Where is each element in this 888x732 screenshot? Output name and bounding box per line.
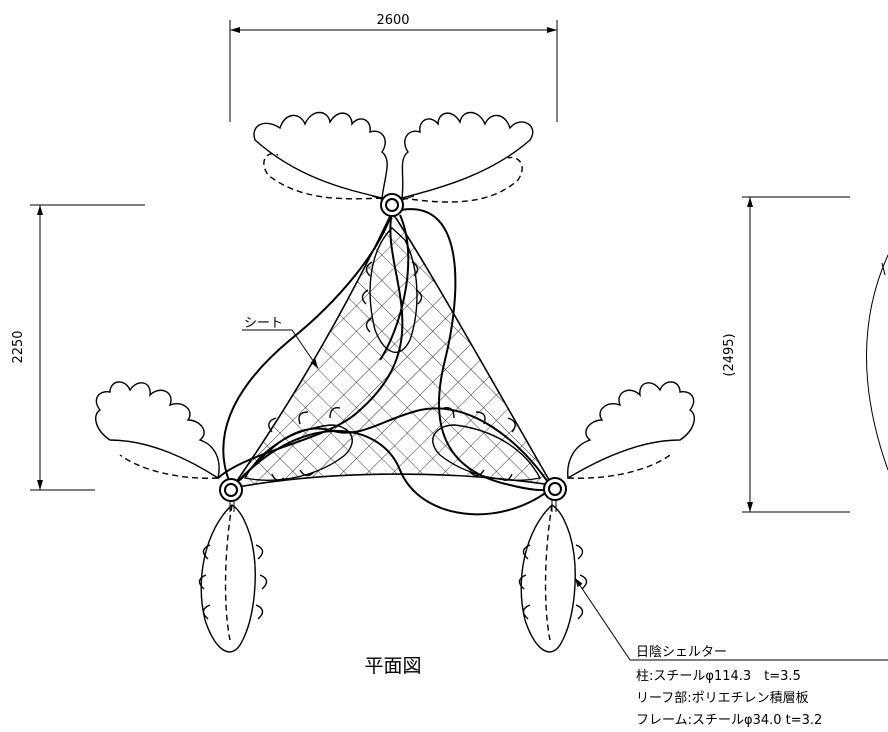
leaf-bottom-right — [518, 504, 588, 653]
column-left — [219, 478, 243, 502]
spec-line-1: 柱:スチールφ114.3 t=3.5 — [636, 669, 801, 684]
frame-curves — [217, 208, 553, 516]
adjacent-shelter-arc — [866, 254, 888, 471]
leaf-right-inner — [432, 407, 542, 481]
spec-line-3: フレーム:スチールφ34.0 t=3.2 — [636, 713, 822, 728]
dimension-right-value: (2495) — [722, 333, 737, 376]
leaf-top-inner — [361, 227, 423, 353]
dimension-right-height — [742, 196, 850, 513]
leaf-top-left — [253, 111, 388, 200]
leaf-top-right — [401, 111, 534, 203]
column-top — [380, 193, 404, 217]
leaf-left-inner — [243, 407, 353, 481]
plan-view-title: 平面図 — [364, 655, 421, 677]
dimension-left-height — [30, 204, 145, 491]
leaf-left-outer — [94, 381, 220, 480]
sheet-leader — [242, 329, 319, 369]
dimension-top-value: 2600 — [376, 13, 409, 28]
spec-leader — [574, 577, 888, 661]
column-right — [543, 477, 567, 501]
leaf-bottom-left — [198, 504, 268, 653]
spec-title: 日陰シェルター — [636, 645, 727, 660]
dimension-top-width — [229, 20, 558, 122]
shade-sheet — [230, 210, 554, 490]
adjacent-shelter-mark — [881, 262, 886, 276]
dimension-left-value: 2250 — [11, 330, 26, 363]
leaf-right-outer — [567, 381, 696, 480]
spec-line-2: リーフ部:ポリエチレン積層板 — [636, 691, 809, 706]
sheet-label: シート — [244, 316, 283, 331]
